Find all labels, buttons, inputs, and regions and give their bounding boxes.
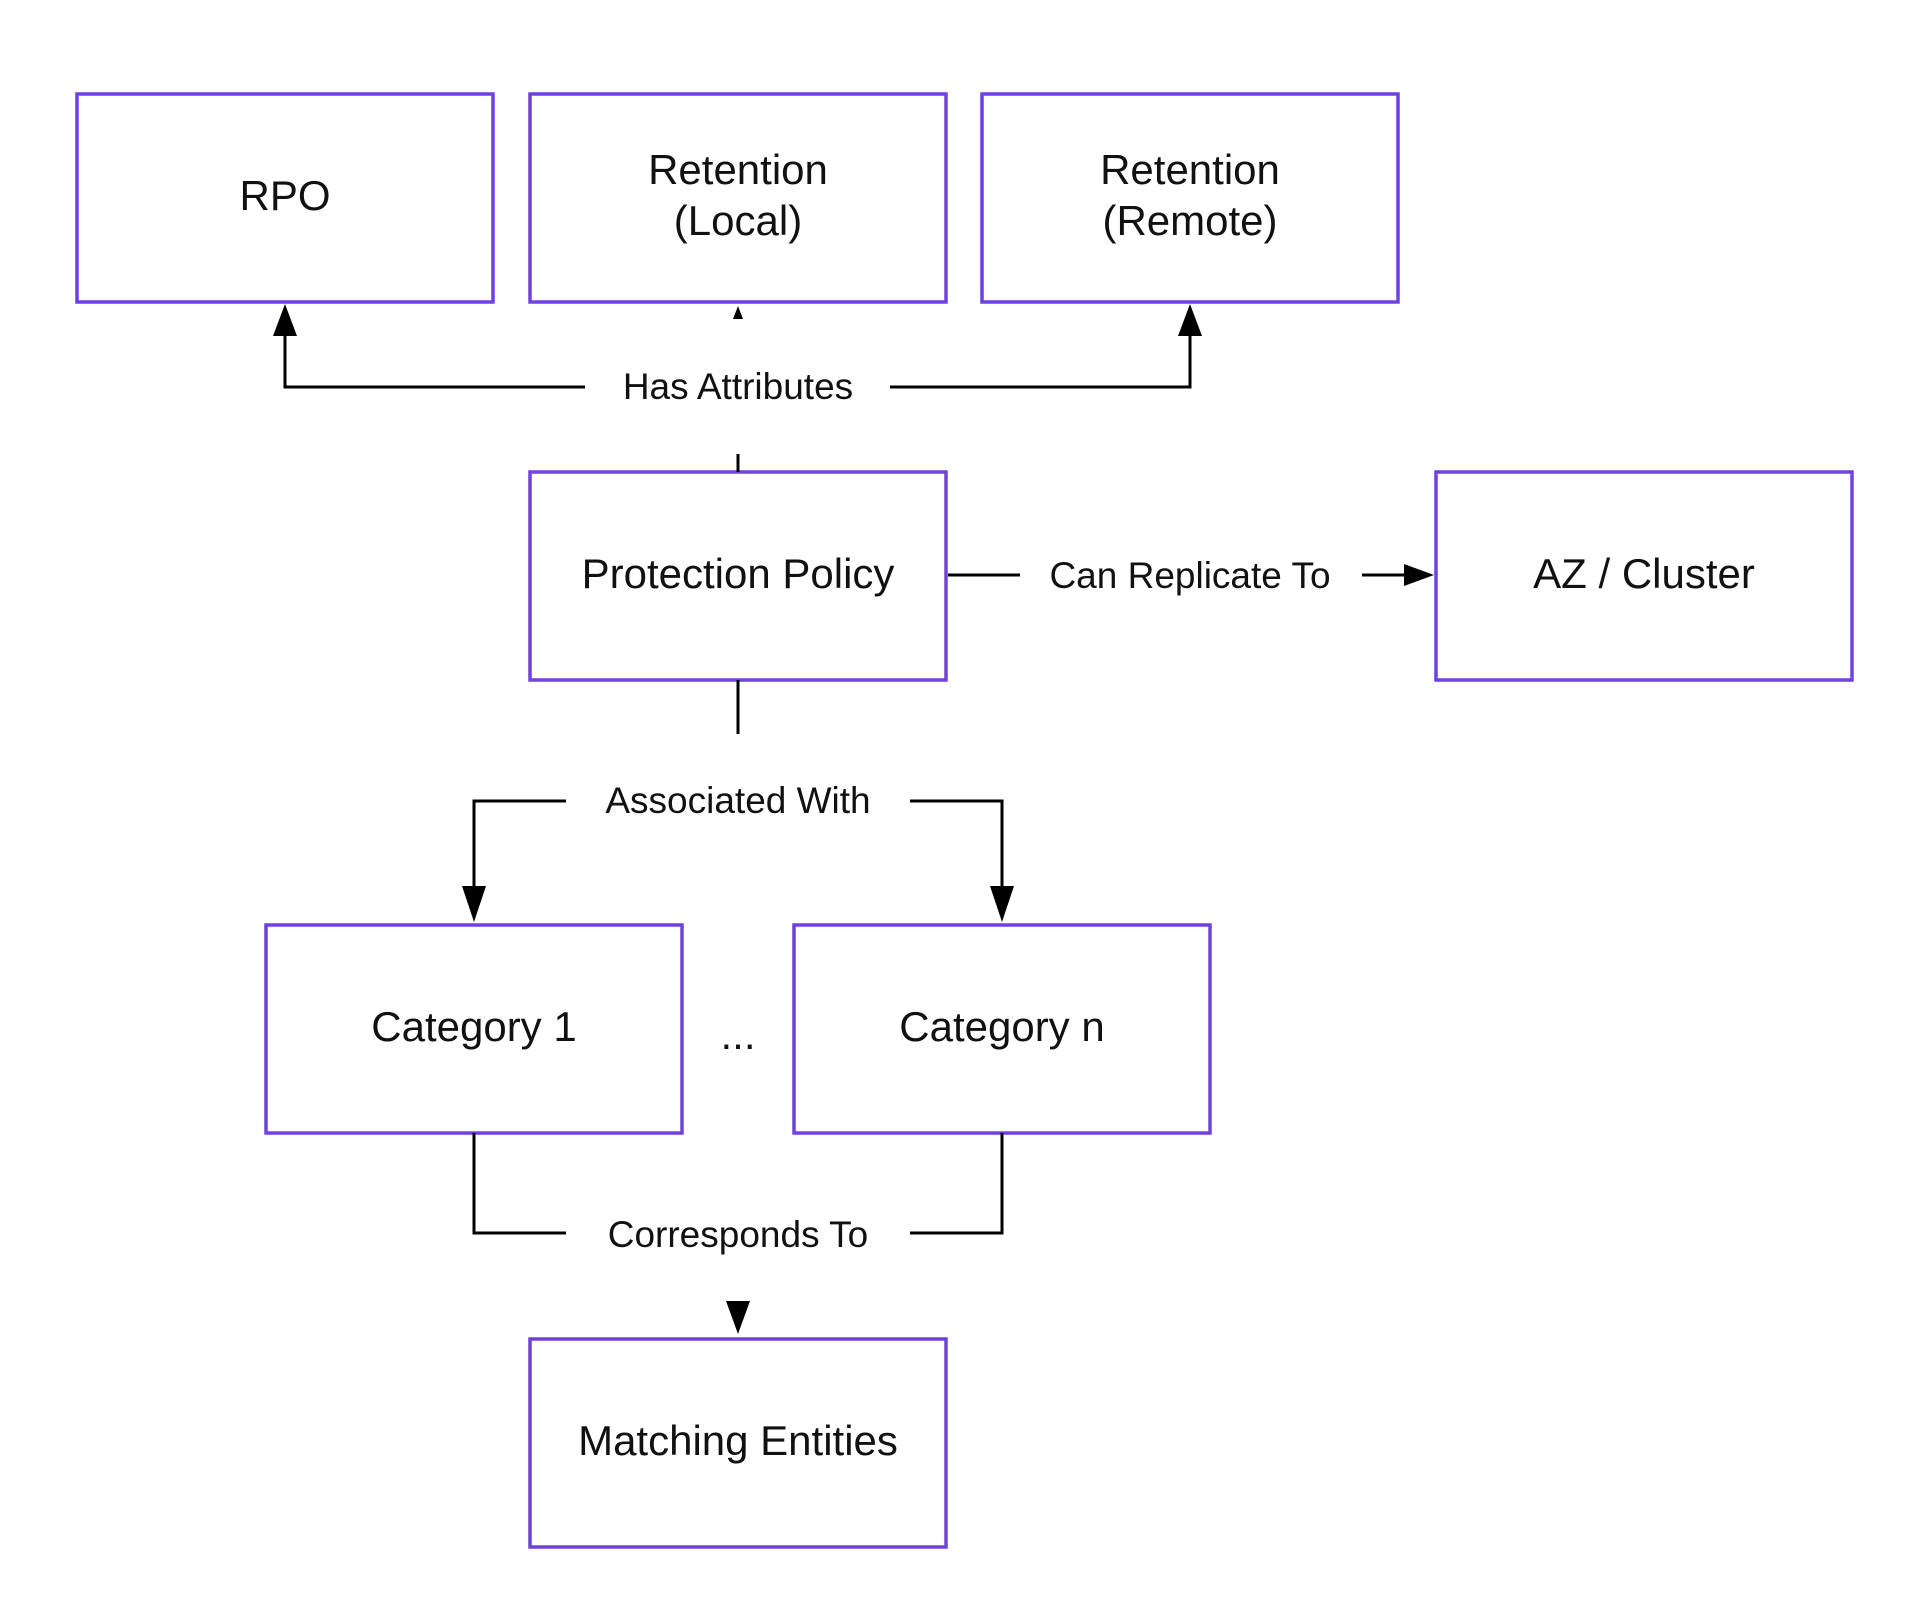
node-protection-policy: Protection Policy <box>528 470 948 682</box>
node-matching-entities-label: Matching Entities <box>578 1417 898 1464</box>
edge-has-attributes-right-line <box>890 330 1192 389</box>
node-protection-policy-box <box>528 470 948 682</box>
edge-associated-with-label: Associated With <box>605 780 870 821</box>
edge-has-attributes-left-line <box>283 330 585 389</box>
node-az-cluster: AZ / Cluster <box>1434 470 1854 682</box>
edge-corresponds-to-arrowhead <box>726 1301 750 1334</box>
edge-can-replicate-to-label: Can Replicate To <box>1049 555 1330 596</box>
edge-corresponds-to: Corresponds To <box>472 1133 1004 1334</box>
edge-corresponds-to-right-line <box>910 1133 1004 1235</box>
edge-can-replicate-to: Can Replicate To <box>948 555 1434 596</box>
edge-associated-with-right-arrowhead <box>990 886 1014 922</box>
node-rpo: RPO <box>75 92 495 304</box>
node-matching-entities: Matching Entities <box>528 1337 948 1549</box>
edge-has-attributes-label: Has Attributes <box>623 366 853 407</box>
node-retention-local-label-line1: Retention <box>648 146 828 193</box>
edge-corresponds-to-left-line <box>472 1133 566 1235</box>
node-protection-policy-label: Protection Policy <box>582 550 895 597</box>
edge-has-attributes-right-arrowhead <box>1178 304 1202 336</box>
edge-associated-with-right-line <box>910 799 1004 892</box>
edge-associated-with-left-line <box>472 799 566 892</box>
node-az-cluster-label: AZ / Cluster <box>1533 550 1755 597</box>
node-category-1-box <box>264 923 684 1135</box>
edge-has-attributes: Has Attributes <box>273 304 1202 472</box>
node-retention-local-label-line2: (Local) <box>674 197 802 244</box>
node-retention-local: Retention (Local) <box>528 92 948 304</box>
node-category-1-label: Category 1 <box>371 1003 576 1050</box>
node-retention-remote-label-line2: (Remote) <box>1102 197 1277 244</box>
edge-has-attributes-left-arrowhead <box>273 304 297 336</box>
categories-ellipsis: ... <box>720 1011 755 1058</box>
node-retention-remote: Retention (Remote) <box>980 92 1400 304</box>
edge-associated-with-left-arrowhead <box>462 886 486 922</box>
node-category-1: Category 1 <box>264 923 684 1135</box>
node-matching-entities-box <box>528 1337 948 1549</box>
node-retention-remote-label-line1: Retention <box>1100 146 1280 193</box>
node-category-n: Category n <box>792 923 1212 1135</box>
node-rpo-label: RPO <box>239 172 330 219</box>
edge-corresponds-to-label: Corresponds To <box>608 1214 869 1255</box>
edge-associated-with: Associated With <box>462 680 1014 922</box>
node-retention-local-box <box>528 92 948 304</box>
node-az-cluster-box <box>1434 470 1854 682</box>
node-category-n-label: Category n <box>899 1003 1104 1050</box>
edge-has-attributes-center-arrowhead <box>733 306 743 319</box>
edge-can-replicate-to-arrowhead <box>1404 564 1434 586</box>
node-rpo-box <box>75 92 495 304</box>
node-retention-remote-box <box>980 92 1400 304</box>
